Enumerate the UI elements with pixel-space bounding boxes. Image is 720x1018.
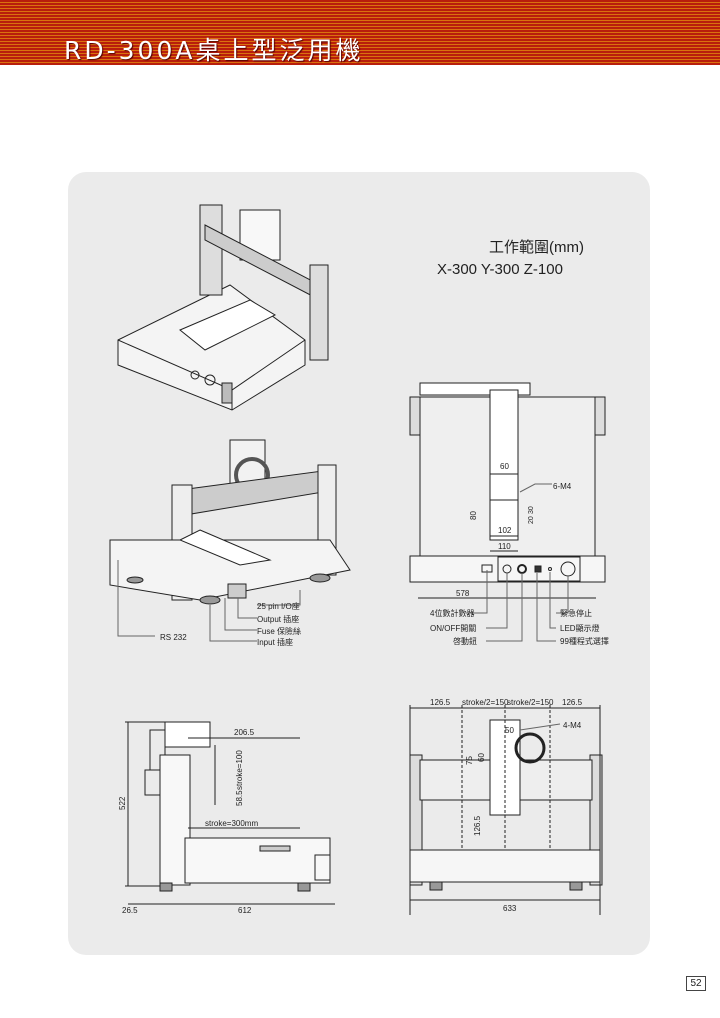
dim-633: 633 [503, 904, 517, 913]
dim-stroke-100: stroke=100 [235, 750, 244, 790]
dim-60-back: 60 [477, 753, 486, 762]
dim-80: 80 [469, 511, 478, 520]
callout-program: 99種程式選擇 [560, 636, 609, 646]
dim-stroke-half-left: stroke/2=150 [462, 698, 509, 707]
dim-stroke-300: stroke=300mm [205, 819, 258, 828]
dim-60: 60 [500, 462, 509, 471]
dim-102: 102 [498, 526, 512, 535]
work-range-values: X-300 Y-300 Z-100 [437, 261, 563, 278]
dim-126-5-right: 126.5 [562, 698, 583, 707]
dim-126-5-left: 126.5 [430, 698, 451, 707]
dim-110: 110 [498, 542, 511, 551]
callout-estop: 緊急停止 [560, 608, 592, 618]
dim-612: 612 [238, 906, 252, 915]
back-view [409, 705, 603, 915]
callout-counter: 4位數計數器 [430, 608, 474, 618]
dim-75: 75 [465, 756, 474, 765]
isometric-view-rear [109, 439, 351, 642]
dim-58-5: 58.5 [235, 790, 244, 806]
side-view [125, 721, 335, 905]
page-number: 52 [686, 976, 706, 991]
dim-26-5: 26.5 [122, 906, 138, 915]
front-view [409, 382, 606, 642]
callout-led: LED顯示燈 [560, 623, 600, 633]
dim-206-5: 206.5 [234, 728, 255, 737]
dim-578: 578 [456, 589, 470, 598]
dim-stroke-half-right: stroke/2=150 [507, 698, 554, 707]
callout-input: Input 插座 [257, 637, 293, 647]
callout-rs232: RS 232 [160, 633, 187, 642]
callout-io: 25 pin I/O座 [257, 601, 300, 611]
callout-output: Output 插座 [257, 614, 299, 624]
dim-20: 20 [528, 516, 535, 524]
callout-start: 啓動鈕 [453, 636, 477, 646]
page-title: RD-300A桌上型泛用機 [64, 36, 364, 65]
dim-522: 522 [118, 796, 127, 810]
isometric-view-top [117, 204, 329, 411]
header-band: RD-300A桌上型泛用機 [0, 0, 720, 65]
callout-onoff: ON/OFF開關 [430, 624, 476, 633]
dim-4m4: 4-M4 [563, 721, 582, 730]
dim-50: 50 [505, 726, 514, 735]
dim-126-5-vertical: 126.5 [473, 815, 482, 836]
dim-30: 30 [528, 506, 535, 514]
work-range-title: 工作範圍(mm) [489, 238, 584, 256]
callout-fuse: Fuse 保險絲 [257, 626, 301, 636]
dim-6m4: 6-M4 [553, 482, 572, 491]
